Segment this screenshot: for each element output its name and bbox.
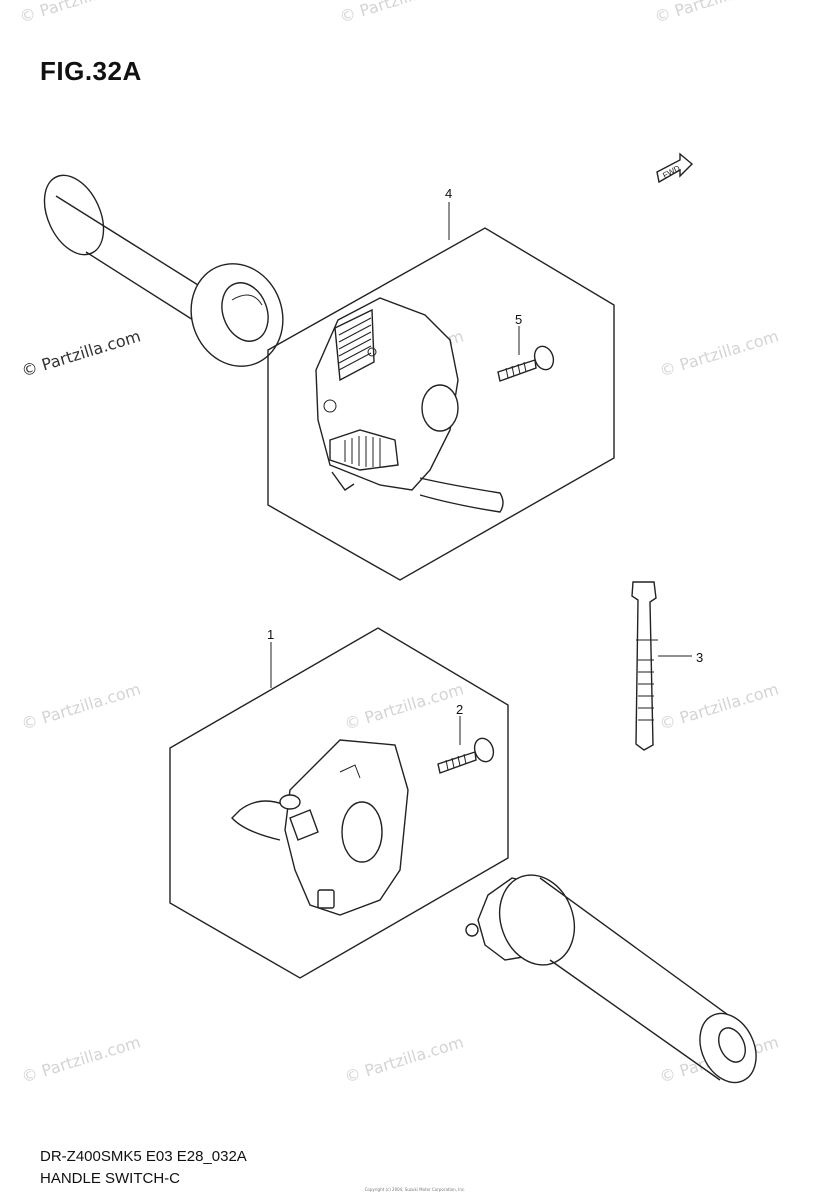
- forward-arrow-icon: FWD: [656, 152, 694, 184]
- diagram-name: HANDLE SWITCH-C: [40, 1170, 181, 1187]
- part-1-group-box: [169, 627, 509, 979]
- left-handle-switch-part: [315, 297, 504, 513]
- copyright-notice: Copyright (c) 2004, Suzuki Motor Corpora…: [364, 1187, 466, 1192]
- callout-5: 5: [515, 312, 523, 327]
- right-grip-part: [465, 874, 757, 1084]
- callout-1: 1: [267, 627, 275, 642]
- part-4-group-box: [267, 202, 615, 581]
- callout-2: 2: [456, 702, 464, 717]
- callout-3: 3: [696, 650, 704, 665]
- cable-tie-3-part: [631, 581, 692, 751]
- diagram-code: DR-Z400SMK5 E03 E28_032A: [40, 1148, 247, 1165]
- screw-5-part: [497, 326, 555, 382]
- screw-2-part: [437, 716, 495, 774]
- left-grip-part: [43, 174, 284, 367]
- figure-title: FIG.32A: [40, 56, 142, 86]
- callout-4: 4: [445, 186, 453, 201]
- right-handle-switch-part: [231, 739, 409, 916]
